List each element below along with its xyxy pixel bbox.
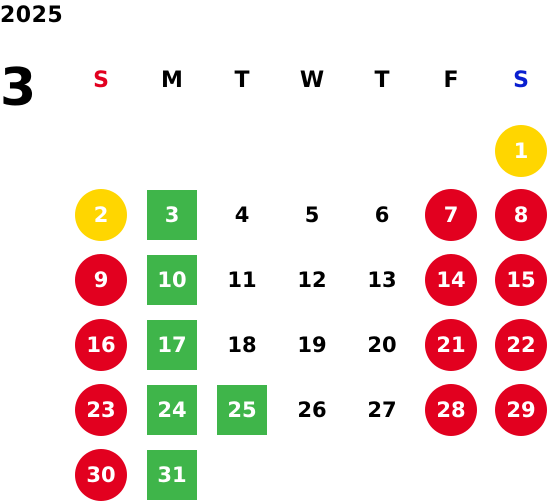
- day-cell-11: 11: [227, 268, 257, 292]
- day-cell-18: 18: [227, 333, 257, 357]
- day-cell-15: 15: [495, 254, 547, 306]
- day-cell-25: 25: [217, 385, 267, 435]
- day-cell-6: 6: [374, 203, 390, 227]
- day-cell-22: 22: [495, 319, 547, 371]
- day-cell-4: 4: [234, 203, 250, 227]
- weekday-header-3: W: [299, 68, 325, 93]
- day-cell-9: 9: [75, 254, 127, 306]
- weekday-header-5: F: [443, 68, 459, 93]
- day-cell-8: 8: [495, 189, 547, 241]
- day-cell-24: 24: [147, 385, 197, 435]
- year-label: 2025: [0, 3, 64, 28]
- day-cell-1: 1: [495, 125, 547, 177]
- weekday-header-2: T: [234, 68, 250, 93]
- day-cell-26: 26: [297, 398, 327, 422]
- day-cell-19: 19: [297, 333, 327, 357]
- day-cell-12: 12: [297, 268, 327, 292]
- day-cell-21: 21: [425, 319, 477, 371]
- day-cell-7: 7: [425, 189, 477, 241]
- day-cell-23: 23: [75, 384, 127, 436]
- day-cell-17: 17: [147, 320, 197, 370]
- day-cell-27: 27: [367, 398, 397, 422]
- weekday-header-4: T: [374, 68, 390, 93]
- day-cell-28: 28: [425, 384, 477, 436]
- weekday-header-6: S: [513, 68, 529, 93]
- day-cell-20: 20: [367, 333, 397, 357]
- day-cell-16: 16: [75, 319, 127, 371]
- day-cell-30: 30: [75, 449, 127, 501]
- day-cell-2: 2: [75, 189, 127, 241]
- weekday-header-1: M: [161, 68, 183, 93]
- weekday-header-0: S: [93, 68, 109, 93]
- day-cell-29: 29: [495, 384, 547, 436]
- day-cell-14: 14: [425, 254, 477, 306]
- month-number: 3: [0, 58, 37, 118]
- day-cell-13: 13: [367, 268, 397, 292]
- day-cell-3: 3: [147, 190, 197, 240]
- day-cell-31: 31: [147, 450, 197, 500]
- day-cell-10: 10: [147, 255, 197, 305]
- day-cell-5: 5: [304, 203, 320, 227]
